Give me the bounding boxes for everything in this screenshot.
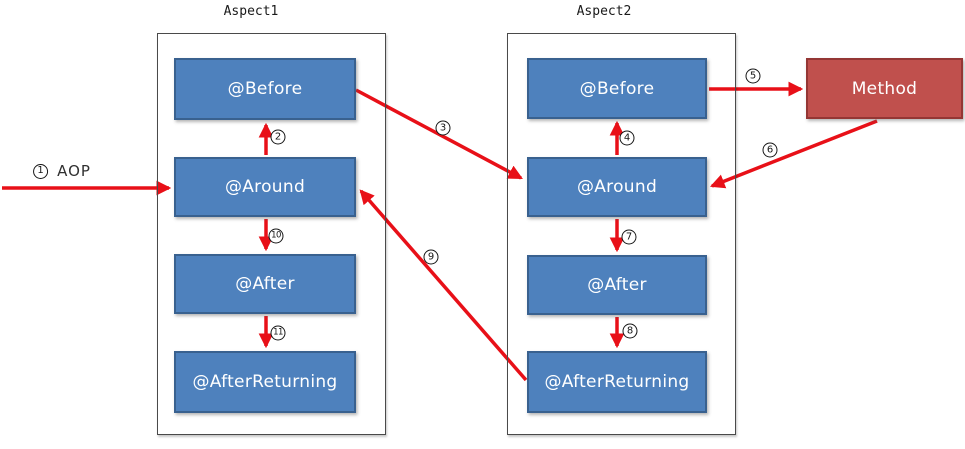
arrow-label-7: 7 — [621, 229, 637, 245]
arrow-label-10: 10 — [268, 228, 284, 244]
arrow-label-8: 8 — [622, 323, 638, 339]
step-number-3: 3 — [435, 120, 451, 136]
aspect1-container — [157, 33, 386, 435]
step-number-5: 5 — [745, 68, 761, 84]
arrow-text-1: AOP — [57, 162, 91, 180]
aspect2-box-before: @Before — [527, 58, 707, 119]
method-box: Method — [806, 58, 963, 119]
arrow-label-1: 1 AOP — [33, 162, 91, 180]
arrow-label-3: 3 — [435, 120, 451, 136]
arrow-label-11: 11 — [270, 325, 286, 341]
aspect1-box-before: @Before — [174, 58, 356, 120]
aspect1-box-afterreturning: @AfterReturning — [174, 351, 356, 413]
aspect1-box-around: @Around — [174, 157, 356, 217]
aspect2-box-after: @After — [527, 255, 707, 315]
aspect2-box-afterreturning: @AfterReturning — [527, 351, 707, 413]
aspect2-box-around: @Around — [527, 157, 707, 217]
aspect1-title: Aspect1 — [223, 4, 279, 19]
step-number-1: 1 — [33, 163, 49, 179]
aspect2-container — [507, 33, 736, 435]
arrow-label-6: 6 — [762, 142, 778, 158]
aspect1-box-after: @After — [174, 254, 356, 314]
arrow-label-5: 5 — [745, 68, 761, 84]
step-number-7: 7 — [621, 229, 637, 245]
step-number-11: 11 — [270, 325, 286, 341]
step-number-4: 4 — [619, 130, 635, 146]
arrow-label-9: 9 — [423, 249, 439, 265]
step-number-6: 6 — [762, 142, 778, 158]
step-number-8: 8 — [622, 323, 638, 339]
arrow-label-2: 2 — [270, 129, 286, 145]
step-number-10: 10 — [268, 228, 284, 244]
step-number-2: 2 — [270, 129, 286, 145]
aspect2-title: Aspect2 — [576, 4, 632, 19]
arrow-label-4: 4 — [619, 130, 635, 146]
arrow-6 — [709, 119, 878, 189]
step-number-9: 9 — [423, 249, 439, 265]
